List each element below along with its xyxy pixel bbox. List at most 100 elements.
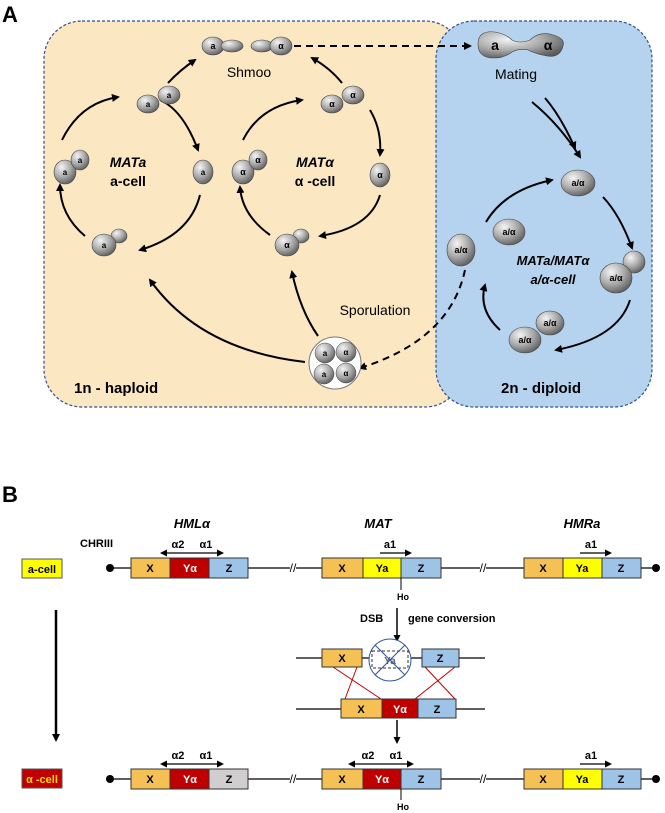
svg-text:a1: a1 — [384, 539, 396, 551]
svg-text:a: a — [146, 100, 151, 109]
svg-text:α: α — [344, 369, 349, 378]
svg-text:Z: Z — [618, 774, 625, 786]
matalpha-title: MATα — [296, 154, 335, 170]
chromosome-alpha-cell: // // X Yα Z X Yα Z X Ya Z — [106, 768, 660, 790]
svg-text:a/α: a/α — [571, 178, 585, 188]
svg-text:a/α: a/α — [454, 245, 468, 255]
gene-arrows-alpha-cell: α2 α1 α2 α1 a1 — [160, 750, 612, 768]
svg-text:a: a — [63, 168, 68, 177]
svg-text:a: a — [323, 349, 328, 358]
svg-text:Ya: Ya — [576, 774, 590, 786]
tetrad: a α a α — [308, 336, 362, 390]
matalpha-subtitle: α -cell — [295, 173, 336, 189]
svg-text:α: α — [544, 37, 553, 53]
svg-text:a/α: a/α — [518, 335, 532, 345]
svg-text:Z: Z — [418, 563, 425, 575]
svg-text:X: X — [357, 704, 365, 716]
svg-text:a/α: a/α — [502, 227, 516, 237]
svg-text:X: X — [146, 563, 154, 575]
a-cell-label: a-cell — [28, 564, 56, 576]
mating-to-diploid-arrow — [544, 97, 577, 150]
svg-text:a: a — [491, 37, 499, 53]
svg-text:a: a — [167, 91, 172, 100]
svg-text:Ya: Ya — [576, 563, 590, 575]
diploid-to-tetrad-arrow — [358, 269, 466, 371]
alpha-cell-label: α -cell — [26, 774, 58, 786]
gene-conversion-label: gene conversion — [408, 613, 496, 625]
svg-text:α1: α1 — [390, 750, 403, 762]
svg-text:a: a — [102, 241, 107, 250]
svg-text:a1: a1 — [585, 539, 597, 551]
svg-text:α: α — [284, 240, 290, 250]
svg-text:Yα: Yα — [183, 774, 197, 786]
svg-text:α2: α2 — [172, 539, 185, 551]
diploid-label: 2n - diploid — [501, 380, 581, 397]
svg-text:Yα: Yα — [375, 774, 389, 786]
a-cell-tag — [21, 558, 63, 579]
svg-text://: // — [480, 772, 487, 786]
svg-text:Ya: Ya — [384, 656, 396, 667]
diploid-region — [435, 20, 653, 408]
svg-text:Ya: Ya — [376, 563, 390, 575]
svg-text:X: X — [338, 563, 346, 575]
diploid-title: MATa/MATα — [517, 253, 591, 268]
ho-label-1: Ho — [397, 592, 409, 602]
svg-text:X: X — [338, 653, 346, 665]
svg-text:X: X — [146, 774, 154, 786]
svg-text:a: a — [210, 41, 216, 51]
svg-text:a: a — [322, 370, 327, 379]
haploid-label: 1n - haploid — [74, 380, 158, 397]
svg-text:X: X — [539, 774, 547, 786]
gene-arrows-a-cell: α2 α1 a1 a1 — [160, 539, 612, 557]
svg-text:Z: Z — [434, 704, 441, 716]
svg-text:α: α — [377, 170, 383, 180]
repair-template-lines — [332, 666, 456, 700]
diploid-subtitle: a/α-cell — [531, 272, 576, 287]
tetrad-to-matalpha-arrow — [289, 270, 319, 337]
svg-text:a: a — [78, 156, 83, 165]
shmoo-alpha-cell: α — [250, 36, 293, 56]
svg-text:α2: α2 — [362, 750, 375, 762]
locus-hmr-label: HMRa — [564, 516, 601, 531]
svg-text:α: α — [344, 348, 349, 357]
svg-text:α1: α1 — [200, 750, 213, 762]
alpha-cell-tag — [21, 768, 63, 789]
svg-text:α: α — [278, 41, 284, 51]
svg-text:Z: Z — [618, 563, 625, 575]
mata-cycle: a a a a a a MATa a-cell — [53, 58, 214, 257]
matalpha-cycle: α α α α α α MATα α -cell — [231, 57, 391, 257]
svg-text://: // — [480, 561, 487, 575]
shmoo-label: Shmoo — [227, 64, 272, 80]
donor-strand: X Yα Z — [296, 698, 485, 719]
svg-text:α1: α1 — [200, 539, 213, 551]
svg-text:α: α — [350, 90, 356, 100]
panel-b-letter: B — [2, 482, 18, 507]
panel-a-letter: A — [2, 2, 18, 27]
dsb-label: DSB — [360, 613, 383, 625]
shmoo-a-cell: a — [201, 36, 244, 56]
svg-text:a/α: a/α — [543, 318, 557, 328]
svg-text:X: X — [539, 563, 547, 575]
locus-mat-label: MAT — [364, 516, 392, 531]
mating-zygote: a α — [477, 31, 564, 59]
ho-label-2: Ho — [397, 802, 409, 812]
chromosome-label: CHRIII — [80, 538, 113, 550]
svg-text:a: a — [201, 168, 206, 177]
svg-text:a1: a1 — [585, 750, 597, 762]
svg-text://: // — [290, 772, 297, 786]
svg-text:Z: Z — [418, 774, 425, 786]
mating-label: Mating — [495, 66, 537, 82]
svg-text:X: X — [338, 774, 346, 786]
mata-title: MATa — [110, 154, 147, 170]
svg-text:α: α — [240, 167, 246, 177]
svg-text://: // — [290, 561, 297, 575]
locus-hml-label: HMLα — [174, 516, 211, 531]
diploid-cycle: a/α a/α a/α a/α a/α a/α MATa/MATα a/α-ce… — [446, 101, 646, 354]
svg-text:α: α — [255, 155, 261, 165]
svg-text:Z: Z — [437, 653, 444, 665]
svg-text:a/α: a/α — [609, 273, 623, 283]
svg-text:Z: Z — [226, 563, 233, 575]
svg-text:α2: α2 — [172, 750, 185, 762]
sporulation-label: Sporulation — [340, 302, 411, 318]
